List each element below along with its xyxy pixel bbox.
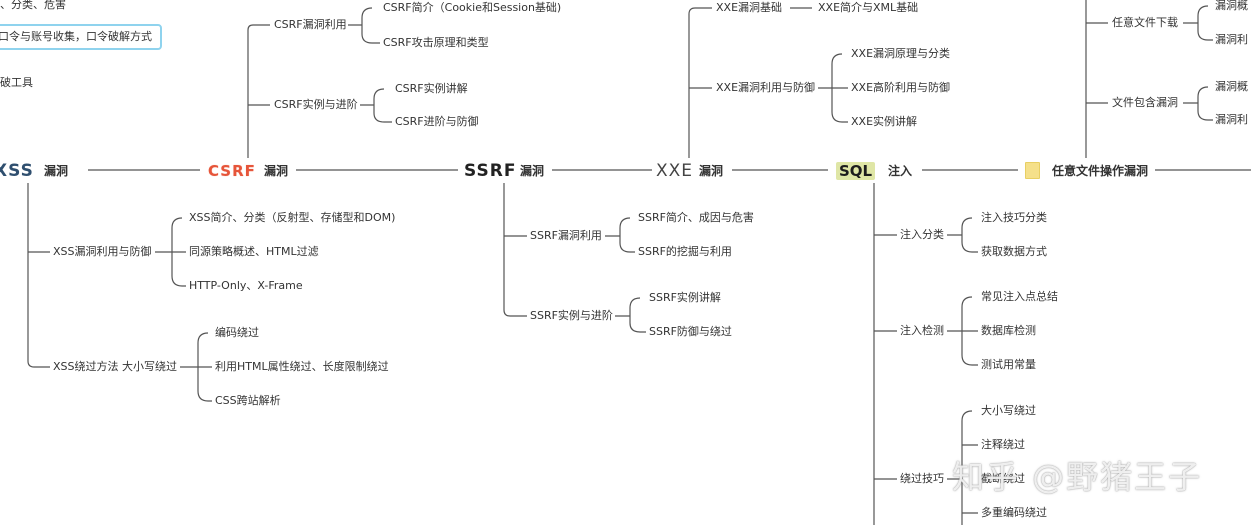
- sql-detect-child[interactable]: 测试用常量: [981, 358, 1036, 371]
- xss-exploit-node[interactable]: XSS漏洞利用与防御: [53, 245, 152, 258]
- xss-trunk: [27, 183, 50, 368]
- sql-bypass-child[interactable]: 大小写绕过: [981, 404, 1036, 417]
- ssrf-exploit-node[interactable]: SSRF漏洞利用: [530, 229, 602, 242]
- xxe-logo: XXE: [656, 161, 694, 181]
- sql-classify-fork: [947, 217, 978, 253]
- xxe-main-node[interactable]: 漏洞: [699, 164, 724, 178]
- xss-main-node[interactable]: 漏洞: [44, 164, 69, 178]
- xxe-basics-node[interactable]: XXE漏洞基础: [716, 1, 783, 14]
- xxe-exploit-node[interactable]: XXE漏洞利用与防御: [716, 81, 816, 94]
- ssrf-exploit-child[interactable]: SSRF的挖掘与利用: [638, 245, 732, 258]
- sql-detect-node[interactable]: 注入检测: [900, 324, 944, 337]
- file-download-fork: [1183, 5, 1213, 41]
- sql-classify-node[interactable]: 注入分类: [900, 228, 944, 241]
- sql-logo: SQL: [836, 162, 876, 180]
- csrf-main-node[interactable]: 漏洞: [264, 164, 289, 178]
- ssrf-trunk: [503, 183, 527, 317]
- sql-detect-fork: [947, 296, 978, 366]
- folder-icon: [1025, 162, 1040, 179]
- xxe-exploit-child[interactable]: XXE实例讲解: [851, 115, 918, 128]
- xss-bypass-node[interactable]: XSS绕过方法 大小写绕过: [53, 360, 177, 373]
- ssrf-main-node[interactable]: 漏洞: [520, 164, 545, 178]
- xxe-exploit-child[interactable]: XXE高阶利用与防御: [851, 81, 951, 94]
- xxe-exploit-child[interactable]: XXE漏洞原理与分类: [851, 47, 951, 60]
- sql-detect-child[interactable]: 常见注入点总结: [981, 290, 1058, 303]
- csrf-practice-node[interactable]: CSRF实例与进阶: [274, 98, 358, 111]
- xxe-exploit-fork: [818, 53, 848, 123]
- xss-exploit-fork: [155, 217, 186, 287]
- ssrf-practice-child[interactable]: SSRF实例讲解: [649, 291, 721, 304]
- sql-detect-child[interactable]: 数据库检测: [981, 324, 1036, 337]
- xss-logo: XSS: [0, 161, 34, 181]
- tools-fragment: 破工具: [0, 76, 33, 89]
- sql-bypass-child[interactable]: 注释绕过: [981, 438, 1025, 451]
- sql-classify-child[interactable]: 注入技巧分类: [981, 211, 1047, 224]
- sql-bypass-child[interactable]: 多重编码绕过: [981, 506, 1047, 519]
- ssrf-practice-node[interactable]: SSRF实例与进阶: [530, 309, 613, 322]
- ssrf-practice-fork: [615, 297, 646, 333]
- sql-main-node[interactable]: 注入: [888, 164, 913, 178]
- xss-exploit-child[interactable]: XSS简介、分类（反射型、存储型和DOM): [189, 211, 396, 224]
- csrf-practice-fork: [360, 88, 392, 123]
- xss-exploit-child[interactable]: HTTP-Only、X-Frame: [189, 279, 303, 292]
- sql-classify-child[interactable]: 获取数据方式: [981, 245, 1047, 258]
- ssrf-exploit-fork: [605, 217, 635, 253]
- csrf-logo: CSRF: [208, 162, 256, 180]
- sql-bypass-fork: [947, 410, 978, 525]
- xxe-trunk: [688, 7, 712, 158]
- file-download-child[interactable]: 漏洞概: [1215, 0, 1248, 12]
- csrf-exploit-child[interactable]: CSRF攻击原理和类型: [383, 36, 489, 49]
- xss-bypass-child[interactable]: CSS跨站解析: [215, 394, 281, 407]
- ssrf-practice-child[interactable]: SSRF防御与绕过: [649, 325, 732, 338]
- file-include-node[interactable]: 文件包含漏洞: [1112, 96, 1178, 109]
- file-include-fork: [1183, 86, 1213, 121]
- csrf-exploit-node[interactable]: CSRF漏洞利用: [274, 18, 347, 31]
- ssrf-logo: SSRF: [464, 161, 517, 181]
- sql-bypass-node[interactable]: 绕过技巧: [900, 472, 944, 485]
- xss-category-fragment: 、分类、危害: [0, 0, 66, 11]
- file-download-node[interactable]: 任意文件下载: [1112, 16, 1178, 29]
- selected-node-callout[interactable]: 口令与账号收集，口令破解方式: [0, 24, 162, 50]
- xss-bypass-child[interactable]: 利用HTML属性绕过、长度限制绕过: [215, 360, 389, 373]
- zhihu-watermark: 知乎 @野猪王子: [952, 458, 1203, 496]
- csrf-trunk: [247, 24, 270, 158]
- file-download-child[interactable]: 漏洞利: [1215, 33, 1248, 46]
- xss-exploit-child[interactable]: 同源策略概述、HTML过滤: [189, 245, 319, 258]
- file-main-node[interactable]: 任意文件操作漏洞: [1052, 164, 1149, 178]
- ssrf-exploit-child[interactable]: SSRF简介、成因与危害: [638, 211, 754, 224]
- xxe-basics-child[interactable]: XXE简介与XML基础: [818, 1, 919, 14]
- csrf-exploit-child[interactable]: CSRF简介（Cookie和Session基础): [383, 1, 562, 14]
- csrf-practice-child[interactable]: CSRF进阶与防御: [395, 115, 479, 128]
- file-include-child[interactable]: 漏洞利: [1215, 113, 1248, 126]
- file-include-child[interactable]: 漏洞概: [1215, 80, 1248, 93]
- sql-bypass-child[interactable]: 截断绕过: [981, 472, 1025, 485]
- csrf-practice-child[interactable]: CSRF实例讲解: [395, 82, 468, 95]
- xss-bypass-fork: [180, 332, 212, 402]
- csrf-exploit-fork: [348, 7, 380, 44]
- xss-bypass-child[interactable]: 编码绕过: [215, 326, 259, 339]
